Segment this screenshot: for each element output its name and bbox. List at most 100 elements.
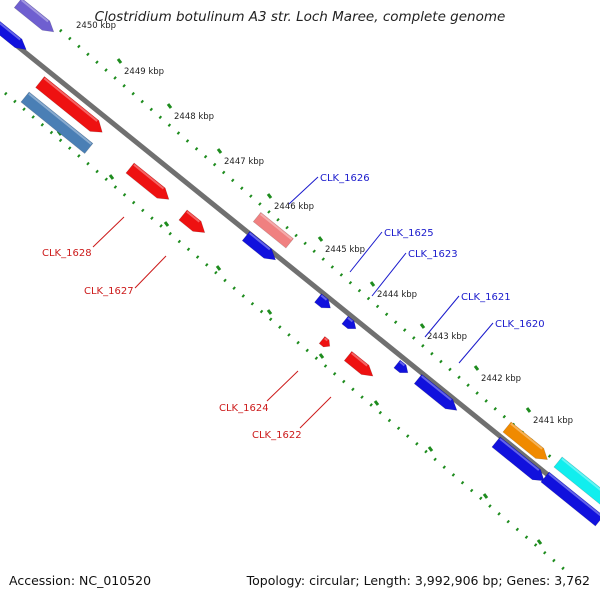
gene-orange[interactable] (502, 421, 552, 465)
gene-arrow-shape (252, 211, 294, 249)
gene-arrow-shape (20, 91, 94, 154)
gene-highlight (548, 472, 600, 518)
gene-red-1627b[interactable] (178, 209, 209, 238)
gene-pink-1626[interactable] (252, 211, 294, 249)
gene-highlight (0, 18, 21, 41)
gene-highlight (347, 317, 354, 323)
kbp-tick-mark-lower (482, 493, 489, 499)
gene-labels: CLK_1628CLK_1627CLK_1626CLK_1625CLK_1623… (42, 173, 545, 441)
kbp-tick-mark (525, 407, 532, 413)
gene-arrow-shape (491, 436, 545, 482)
gene-highlight (510, 422, 543, 450)
genome-summary-text: Topology: circular; Length: 3,992,906 bp… (246, 573, 590, 588)
gene-label: CLK_1620 (495, 319, 545, 330)
gene-blue-1620[interactable] (413, 373, 460, 415)
gene-label: CLK_1625 (384, 228, 434, 239)
kbp-tick-mark (369, 281, 376, 287)
kbp-tick-mark-lower (215, 265, 222, 271)
gene-label: CLK_1623 (408, 249, 458, 260)
gene-blue-low[interactable] (491, 436, 548, 486)
map-title: Clostridium botulinum A3 str. Loch Maree… (94, 9, 506, 25)
gene-arrow-shape (413, 373, 458, 411)
gene-label: CLK_1622 (252, 430, 302, 441)
gene-highlight (259, 213, 293, 241)
gene-label-leader (266, 370, 299, 402)
gene-arrow-shape (241, 230, 277, 261)
gene-label-leader (371, 252, 407, 297)
gene-arrow-shape (35, 76, 103, 133)
tick-rail-lower (4, 91, 566, 572)
gene-blue-1626[interactable] (241, 230, 279, 264)
gene-blue-1623[interactable] (341, 315, 359, 333)
gene-blue-1621[interactable] (393, 359, 411, 377)
gene-arrow-shape (13, 0, 55, 33)
gene-arrow-shape (502, 421, 548, 460)
gene-red-1622[interactable] (343, 350, 376, 380)
kbp-tick-label: 2443 kbp (427, 332, 467, 342)
gene-arrow-shape (343, 350, 374, 377)
gene-blue-top[interactable] (0, 17, 30, 54)
kbp-tick-label: 2441 kbp (533, 416, 573, 426)
gene-highlight (350, 352, 368, 367)
kbp-tick-label: 2446 kbp (274, 202, 314, 212)
gene-highlight (186, 210, 200, 223)
kbp-tick-mark-lower (373, 400, 380, 406)
kbp-tick-mark-lower (427, 446, 434, 452)
gene-highlight (28, 92, 92, 145)
gene-highlight (324, 337, 329, 342)
gene-purple-top[interactable] (13, 0, 57, 37)
kbp-tick-mark-lower (318, 353, 325, 359)
gene-label-leader (134, 255, 167, 289)
kbp-tick-label: 2445 kbp (325, 245, 365, 255)
kbp-tick-mark (116, 58, 123, 64)
gene-label-leader (299, 396, 332, 429)
kbp-tick-label: 2444 kbp (377, 290, 417, 300)
kbp-tick-mark-lower (536, 539, 543, 545)
gene-label: CLK_1627 (84, 286, 134, 297)
kbp-ticks: 2449 kbp 2448 kbp 2447 kbp 2446 kbp 2445 kbp… (56, 21, 573, 545)
gene-features (0, 0, 600, 527)
gene-blue-edge[interactable] (540, 471, 600, 527)
kbp-tick-label: 2449 kbp (124, 67, 164, 77)
gene-arrow-shape (125, 162, 170, 200)
gene-highlight (420, 375, 452, 401)
gene-blue-1625[interactable] (314, 293, 334, 313)
accession-text: Accession: NC_010520 (9, 573, 152, 588)
gene-red-1627a[interactable] (125, 162, 173, 205)
kbp-tick-label: 2447 kbp (224, 157, 264, 167)
kbp-tick-mark (166, 103, 173, 109)
gene-label-leader (349, 231, 383, 273)
gene-arrow-shape (540, 471, 600, 527)
gene-label-leader (92, 216, 125, 248)
kbp-tick-mark (419, 323, 426, 329)
kbp-tick-mark (266, 193, 273, 199)
gene-arrow-shape (178, 209, 206, 233)
gene-arrow-shape (0, 17, 27, 51)
kbp-tick-mark-lower (266, 309, 273, 315)
gene-arrow-shape (341, 315, 357, 330)
gene-highlight (43, 77, 98, 122)
gene-steel[interactable] (20, 91, 94, 154)
kbp-tick-label: 2448 kbp (174, 112, 214, 122)
gene-highlight (499, 437, 540, 471)
kbp-tick-mark-lower (108, 174, 115, 180)
gene-label: CLK_1624 (219, 403, 269, 414)
kbp-tick-label: 2442 kbp (481, 374, 521, 384)
gene-arrow-shape (314, 293, 331, 309)
kbp-tick-label-partial: 2450 kbp (76, 21, 116, 31)
gene-highlight (248, 232, 271, 251)
gene-highlight (20, 0, 49, 23)
gene-highlight (320, 294, 328, 301)
genome-backbone (0, 28, 600, 519)
gene-label-leader (288, 176, 319, 205)
gene-label-leader (458, 322, 494, 364)
gene-highlight (399, 361, 406, 367)
gene-label: CLK_1621 (461, 292, 511, 303)
gene-red-1628[interactable] (35, 76, 107, 138)
kbp-tick-mark (317, 236, 324, 242)
gene-arrow-shape (393, 359, 409, 374)
gene-red-1624[interactable] (318, 336, 332, 349)
gene-label: CLK_1626 (320, 173, 370, 184)
